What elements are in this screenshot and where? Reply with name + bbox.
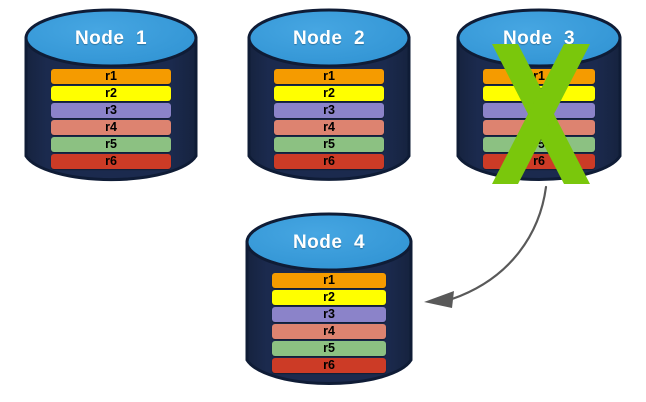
node-4-row-r4[interactable]: r4 <box>272 324 386 339</box>
node-4-row-r2[interactable]: r2 <box>272 290 386 305</box>
node-2-row-r2[interactable]: r2 <box>274 86 384 101</box>
node-2-row-r5[interactable]: r5 <box>274 137 384 152</box>
node-3-row-r3[interactable]: r3 <box>483 103 595 118</box>
node-2[interactable]: Node 2 r1 r2 r3 r4 r5 r6 <box>247 8 411 186</box>
node-2-rows: r1 r2 r3 r4 r5 r6 <box>247 69 411 169</box>
node-4-rows: r1 r2 r3 r4 r5 r6 <box>245 273 413 373</box>
node-3-row-r6[interactable]: r6 <box>483 154 595 169</box>
node-2-row-r6[interactable]: r6 <box>274 154 384 169</box>
arrow-head-icon <box>424 291 454 308</box>
node-3-row-r2[interactable]: r2 <box>483 86 595 101</box>
node-3[interactable]: Node 3 r1 r2 r3 r4 r5 r6 <box>456 8 622 186</box>
node-3-row-r5[interactable]: r5 <box>483 137 595 152</box>
node-1[interactable]: Node 1 r1 r2 r3 r4 r5 r6 <box>24 8 198 186</box>
node-4-row-r6[interactable]: r6 <box>272 358 386 373</box>
node-4-row-r5[interactable]: r5 <box>272 341 386 356</box>
node-1-row-r2[interactable]: r2 <box>51 86 171 101</box>
node-2-row-r4[interactable]: r4 <box>274 120 384 135</box>
node-2-row-r1[interactable]: r1 <box>274 69 384 84</box>
node-1-rows: r1 r2 r3 r4 r5 r6 <box>24 69 198 169</box>
node-1-row-r3[interactable]: r3 <box>51 103 171 118</box>
node-3-row-r1[interactable]: r1 <box>483 69 595 84</box>
node-1-row-r5[interactable]: r5 <box>51 137 171 152</box>
node-2-row-r3[interactable]: r3 <box>274 103 384 118</box>
node-4[interactable]: Node 4 r1 r2 r3 r4 r5 r6 <box>245 212 413 390</box>
node-1-row-r4[interactable]: r4 <box>51 120 171 135</box>
node-3-row-r4[interactable]: r4 <box>483 120 595 135</box>
node-3-rows: r1 r2 r3 r4 r5 r6 <box>456 69 622 169</box>
node-1-row-r6[interactable]: r6 <box>51 154 171 169</box>
node-4-row-r1[interactable]: r1 <box>272 273 386 288</box>
node-1-row-r1[interactable]: r1 <box>51 69 171 84</box>
node-4-row-r3[interactable]: r3 <box>272 307 386 322</box>
